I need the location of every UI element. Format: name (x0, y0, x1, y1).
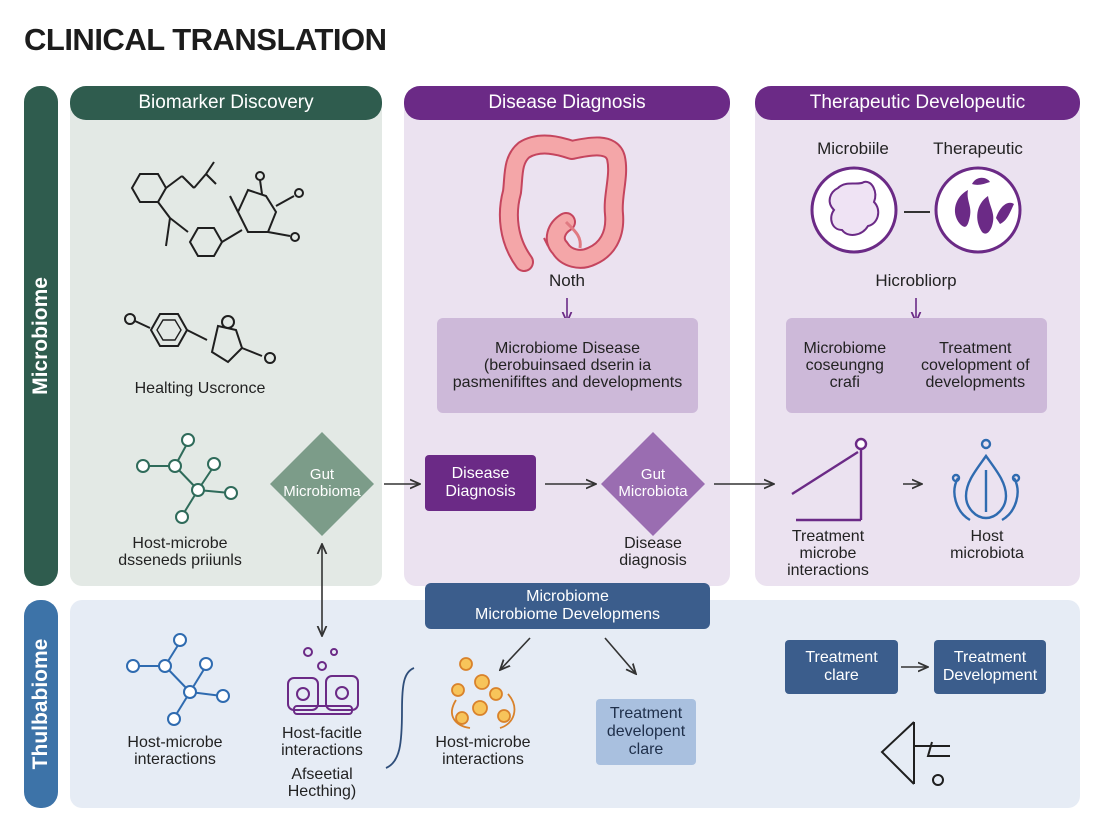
box-treatment-developent-clare[interactable]: Treatment developent clare (596, 699, 696, 765)
network-icon-green (136, 433, 238, 524)
side-tab-microbiome[interactable]: Microbiome (24, 86, 58, 586)
label-disease-diagnosis-bottom: Disease diagnosis (600, 535, 706, 569)
box-microbiome-developmens[interactable]: Microbiome Microbiome Developmens (425, 583, 710, 629)
label-line: coseungng (805, 357, 884, 374)
label-line: Treatment (805, 649, 878, 666)
label-line: Development (942, 667, 1038, 684)
label-line: Gut (309, 466, 335, 483)
label-line: crafi (829, 374, 860, 391)
label-line: Host-facitle (281, 725, 363, 742)
label-line: clare (824, 667, 859, 684)
label-line: (berobuinsaed dserin ia (483, 357, 652, 374)
network-icon-blue (126, 633, 230, 726)
diamond-gut-microbioma-label[interactable]: Gut Microbioma (270, 466, 374, 500)
label-line: Host-microbe (132, 535, 228, 552)
label-line: interactions (787, 562, 869, 579)
label-line: interactions (442, 751, 524, 768)
label-line: microbiota (950, 545, 1024, 562)
label-line: Treatment (609, 705, 683, 722)
label-line: covelopment of (921, 357, 1030, 374)
therapeutic-circle-icon (934, 166, 1022, 254)
label-healting: Healting Uscronce (134, 380, 266, 397)
label-line: developent (606, 723, 686, 740)
label-afseetial: Afseetial Hecthing) (262, 766, 382, 800)
label-hicrobliorp: Hicrobliorp (875, 271, 957, 290)
label-noth: Noth (549, 271, 585, 290)
molecule-icon-small (124, 313, 276, 364)
label-line: Host (970, 528, 1004, 545)
label-line: Disease (451, 465, 510, 482)
cluster-icon-orange (451, 657, 516, 729)
box-treatment-development[interactable]: Treatment Development (934, 640, 1046, 694)
colon-icon (498, 134, 628, 272)
arrow-center-to-cluster (500, 637, 531, 670)
label-line: Host-microbe (435, 734, 531, 751)
label-line: Microbiome (803, 340, 887, 357)
label-line: Gut (640, 466, 666, 483)
label-therapeutic: Therapeutic (933, 139, 1023, 158)
label-host-microbiota: Host microbiota (930, 528, 1044, 562)
label-line: Microbiome Developmens (475, 606, 660, 623)
card-therapeutic[interactable]: Microbiome coseungng crafi Treatment cov… (786, 318, 1047, 413)
label-line: Treatment (953, 649, 1027, 666)
label-line: interactions (134, 751, 216, 768)
header-biomarker-discovery[interactable]: Biomarker Discovery (70, 86, 382, 120)
label-line: Diagnosis (445, 483, 516, 500)
diamond-gut-microbiota-label[interactable]: Gut Microbiota (601, 466, 705, 500)
microbe-circle-icon (810, 166, 898, 254)
label-line: interactions (281, 742, 363, 759)
label-line: Treatment (939, 340, 1012, 357)
arrow-center-to-lightbox (604, 637, 636, 674)
side-tab-thulbabiome[interactable]: Thulbabiome (24, 600, 58, 808)
label-line: Afseetial (291, 766, 353, 783)
label-line: dsseneds priiunls (118, 552, 242, 569)
diamond-gut-microbiota (601, 432, 705, 536)
label-line: clare (628, 741, 664, 758)
panel-bottom (70, 600, 1080, 808)
label-line: microbe (799, 545, 857, 562)
molecule-icon-large (130, 161, 304, 257)
label-microbiile: Microbiile (817, 139, 889, 158)
label-line: Hecthing) (287, 783, 357, 800)
label-line: Host-microbe (127, 734, 223, 751)
box-treatment-clare[interactable]: Treatment clare (785, 640, 898, 694)
label-line: Disease (624, 535, 682, 552)
page-title: CLINICAL TRANSLATION (24, 22, 387, 57)
drop-icon (951, 438, 1021, 522)
label-line: Microbiome (526, 588, 609, 605)
header-disease-diagnosis[interactable]: Disease Diagnosis (404, 86, 730, 120)
card-microbiome-disease[interactable]: Microbiome Disease (berobuinsaed dserin … (437, 318, 698, 413)
label-host-microbe-top: Host-microbe dsseneds priiunls (100, 535, 260, 569)
cells-icon (287, 647, 359, 715)
diamond-gut-microbioma (270, 432, 374, 536)
label-line: pasmenififtes and developments (452, 374, 683, 391)
label-host-microbe-cluster: Host-microbe interactions (410, 734, 556, 768)
label-line: Treatment (791, 528, 865, 545)
label-line: Microbioma (283, 483, 361, 500)
label-line: Microbiome Disease (495, 340, 640, 357)
label-host-microbe-network: Host-microbe interactions (100, 734, 250, 768)
label-line: Microbiota (618, 483, 688, 500)
trend-line-icon (791, 437, 868, 522)
header-therapeutic[interactable]: Therapeutic Developeutic (755, 86, 1080, 120)
box-disease-diagnosis[interactable]: Disease Diagnosis (425, 455, 536, 511)
label-host-facitle: Host-facitle interactions (256, 725, 388, 759)
sigma-glyph-icon (880, 721, 950, 786)
label-line: developments (925, 374, 1026, 391)
label-line: diagnosis (619, 552, 687, 569)
bracket-icon (385, 667, 415, 769)
label-treatment-microbe: Treatment microbe interactions (770, 528, 886, 579)
